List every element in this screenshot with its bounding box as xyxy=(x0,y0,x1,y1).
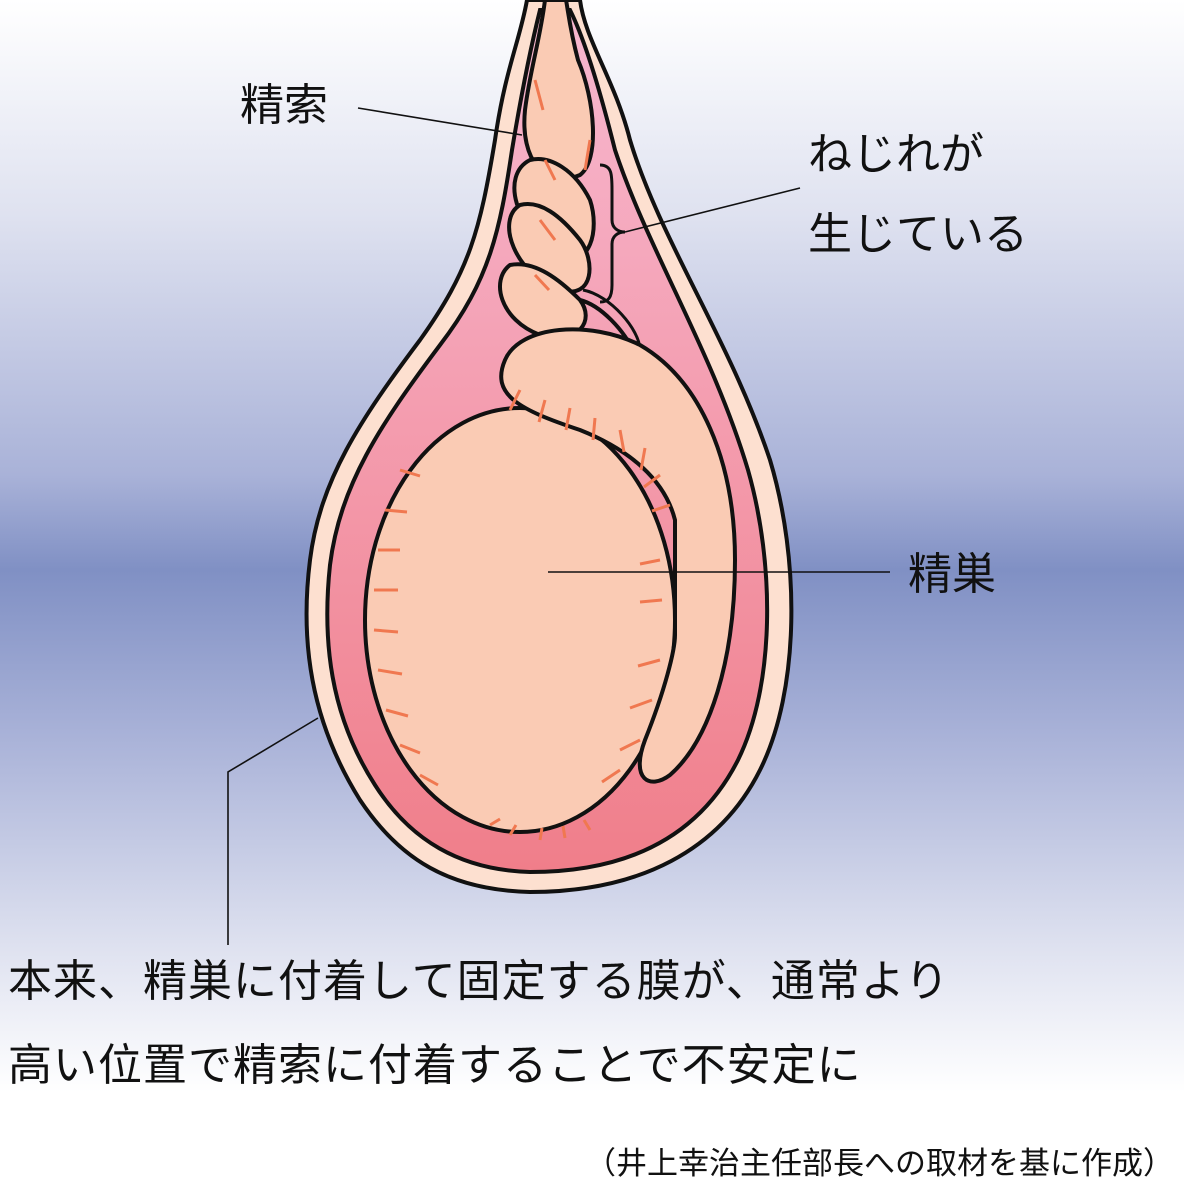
label-torsion-line1: ねじれが xyxy=(808,129,984,180)
label-testis: 精巣 xyxy=(908,549,996,600)
leader-lines xyxy=(227,107,890,945)
source-credit: （井上幸治主任部長への取材を基に作成） xyxy=(585,1146,1174,1182)
label-torsion-line2: 生じている xyxy=(808,209,1028,260)
epididymis xyxy=(499,327,738,784)
vessel-hatching xyxy=(373,79,671,841)
spermatic-cord xyxy=(522,0,595,181)
testis-shape xyxy=(363,406,677,834)
caption-line-2: 高い位置で精索に付着することで不安定に xyxy=(8,1040,862,1091)
label-spermatic-cord: 精索 xyxy=(240,80,328,131)
caption-line-1: 本来、精巣に付着して固定する膜が、通常より xyxy=(8,956,950,1007)
